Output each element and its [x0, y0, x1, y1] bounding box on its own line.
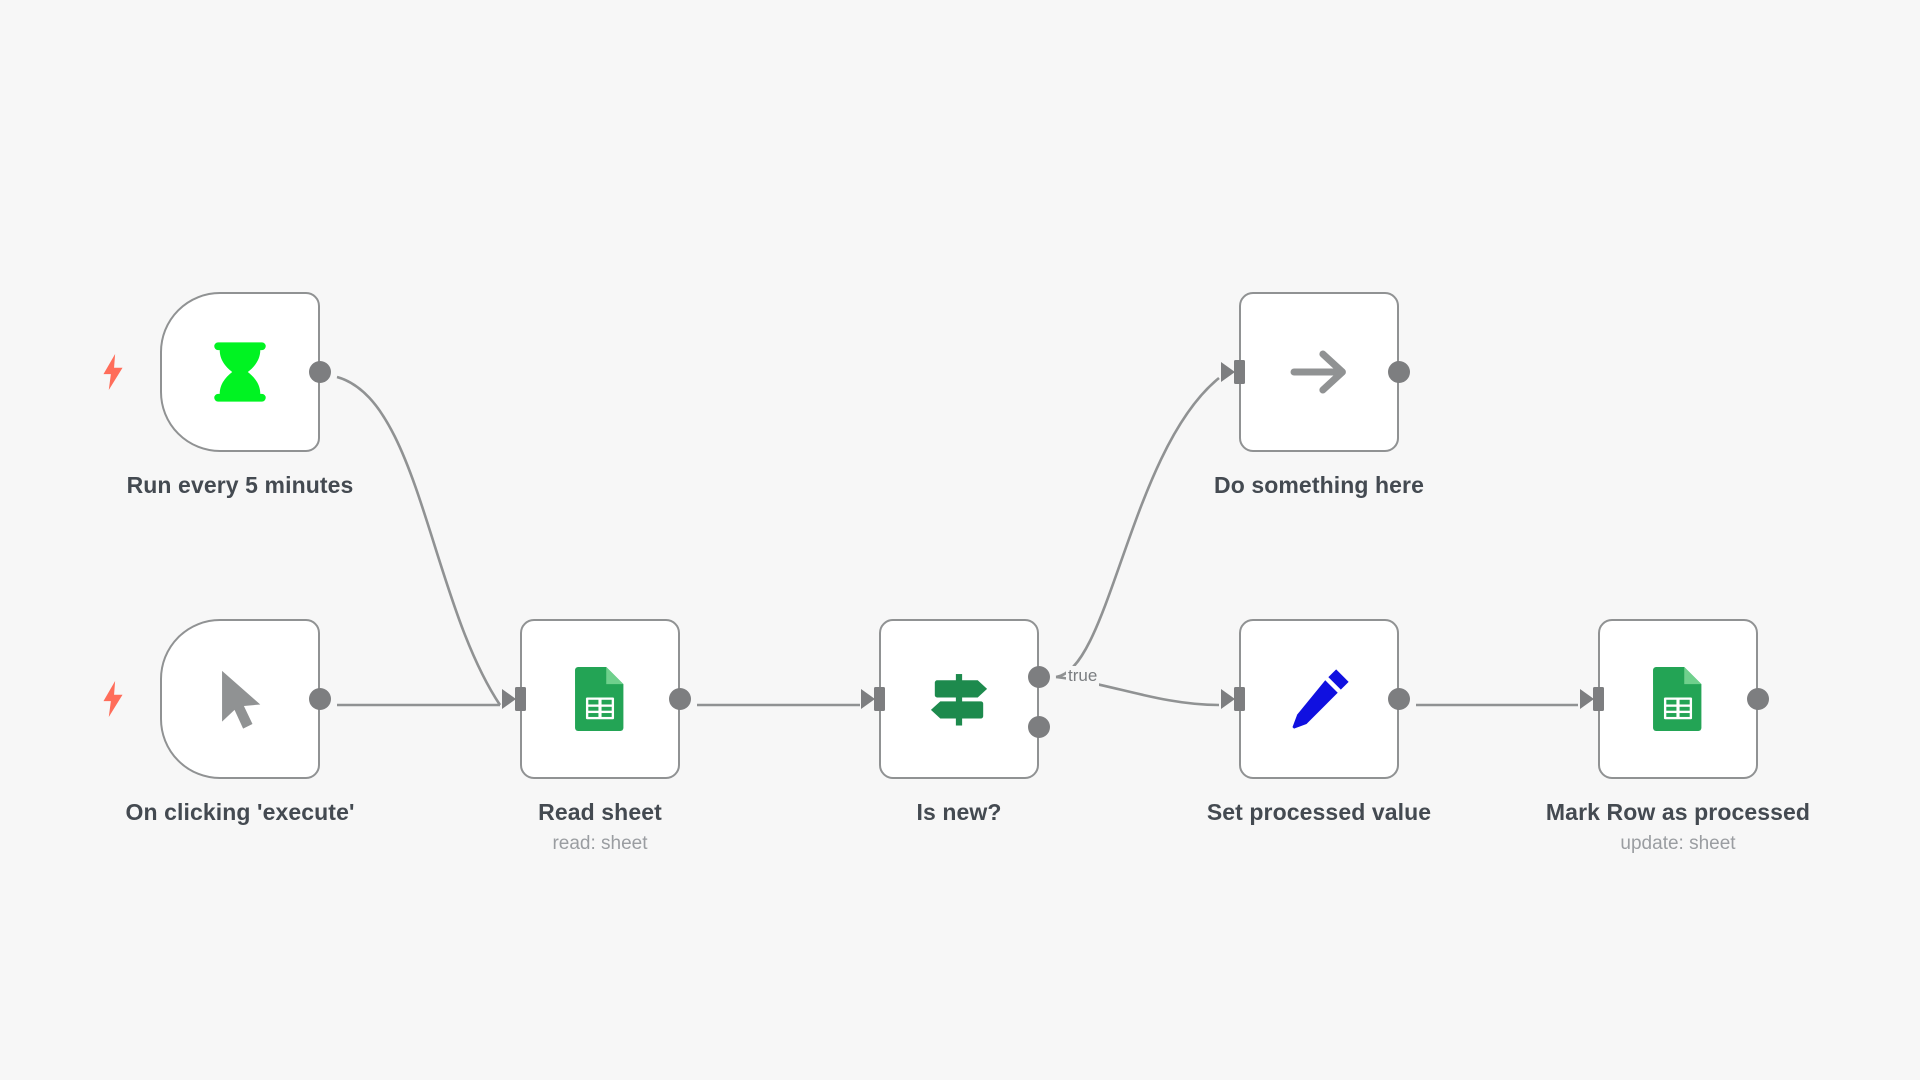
- input-connector-icon: [861, 687, 885, 711]
- lightning-bolt-icon: [103, 681, 123, 717]
- output-connector-mark-row-as-processed[interactable]: [1747, 688, 1769, 710]
- trigger-bolt-schedule-trigger: [100, 354, 126, 390]
- input-connector-read-sheet[interactable]: [502, 684, 528, 714]
- node-label-manual-trigger: On clicking 'execute': [125, 799, 355, 825]
- cursor-icon: [222, 670, 261, 729]
- signpost-icon: [930, 674, 988, 726]
- input-connector-icon: [1580, 687, 1604, 711]
- input-connector-set-processed-value[interactable]: [1221, 684, 1247, 714]
- node-mark-row-as-processed[interactable]: [1598, 619, 1758, 779]
- output-connector-false-is-new[interactable]: [1028, 716, 1050, 738]
- hourglass-icon: [214, 342, 266, 402]
- output-connector-read-sheet[interactable]: [669, 688, 691, 710]
- node-do-something-here[interactable]: [1239, 292, 1399, 452]
- node-is-new[interactable]: [879, 619, 1039, 779]
- output-connector-manual-trigger[interactable]: [309, 688, 331, 710]
- node-set-processed-value[interactable]: [1239, 619, 1399, 779]
- edge-is-new-true-to-do-something[interactable]: [1055, 376, 1220, 679]
- node-read-sheet[interactable]: [520, 619, 680, 779]
- arrow-right-icon: [1290, 350, 1346, 394]
- input-connector-icon: [1221, 360, 1245, 384]
- output-connector-true-is-new[interactable]: [1028, 666, 1050, 688]
- lightning-bolt-icon: [103, 354, 123, 390]
- node-label-do-something-here: Do something here: [1213, 472, 1425, 498]
- output-connector-schedule-trigger[interactable]: [309, 361, 331, 383]
- input-connector-do-something-here[interactable]: [1221, 357, 1247, 387]
- input-connector-icon: [502, 687, 526, 711]
- node-label-read-sheet: Read sheet: [538, 799, 662, 825]
- input-connector-is-new[interactable]: [861, 684, 887, 714]
- google-sheets-icon: [575, 667, 624, 731]
- node-sublabel-read-sheet: read: sheet: [552, 833, 648, 854]
- node-label-set-processed-value: Set processed value: [1206, 799, 1432, 825]
- google-sheets-icon: [1653, 667, 1702, 731]
- input-connector-icon: [1221, 687, 1245, 711]
- node-label-mark-row-as-processed: Mark Row as processed: [1545, 799, 1811, 825]
- edge-schedule-to-read-sheet[interactable]: [336, 375, 502, 706]
- node-label-schedule-trigger: Run every 5 minutes: [126, 472, 354, 498]
- node-label-is-new: Is new?: [916, 799, 1002, 825]
- node-sublabel-mark-row-as-processed: update: sheet: [1620, 833, 1736, 854]
- node-manual-trigger[interactable]: [160, 619, 320, 779]
- output-connector-do-something-here[interactable]: [1388, 361, 1410, 383]
- node-schedule-trigger[interactable]: [160, 292, 320, 452]
- edge-label-true-label: true: [1066, 666, 1100, 686]
- output-connector-set-processed-value[interactable]: [1388, 688, 1410, 710]
- input-connector-mark-row-as-processed[interactable]: [1580, 684, 1606, 714]
- pencil-icon: [1292, 669, 1349, 729]
- trigger-bolt-manual-trigger: [100, 681, 126, 717]
